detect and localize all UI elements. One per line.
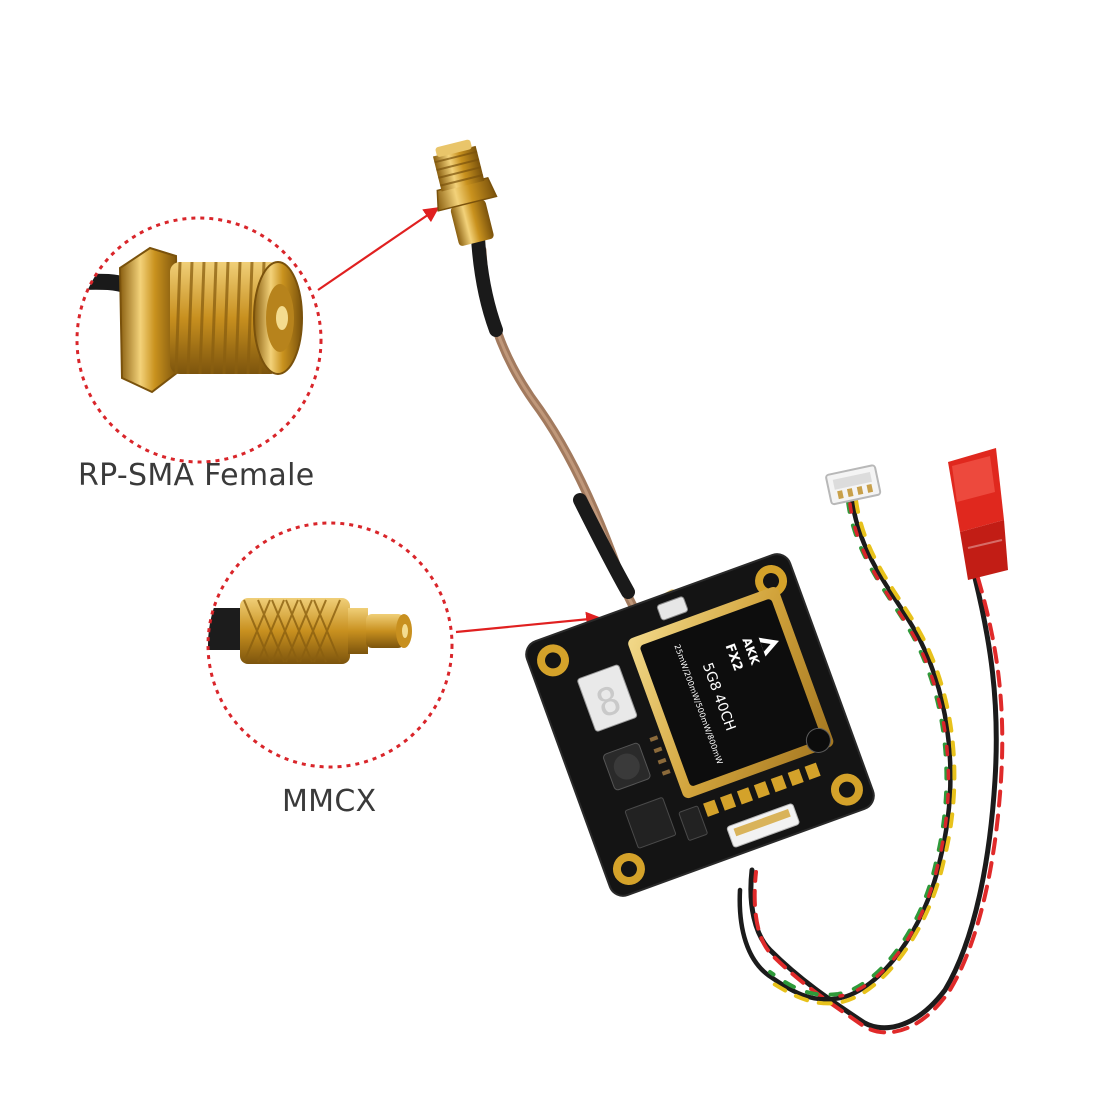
- ic-chip: [678, 805, 708, 841]
- power-wire-pair: [748, 575, 1005, 1035]
- mmcx-callout-ring: [206, 521, 454, 769]
- mounting-hole: [537, 644, 570, 677]
- ic-chip: [624, 797, 677, 849]
- rpsma-callout-ring: [75, 216, 323, 464]
- cable-connector: [726, 803, 800, 848]
- rpsma-arrow: [317, 207, 440, 291]
- microphone: [805, 727, 831, 753]
- band-button: [656, 596, 689, 621]
- rf-shield: AKK FX2 5G8 40CH 25mW/200mW/500mW/800mW: [628, 586, 834, 799]
- akk-logo-icon: [758, 637, 780, 657]
- mounting-hole: [830, 773, 863, 806]
- mounting-hole: [755, 565, 788, 598]
- signal-wire-bundle: [737, 497, 957, 1006]
- jst-power-connector: [948, 448, 1008, 580]
- mounting-hole: [612, 852, 645, 885]
- jst-sh-connector: [825, 464, 882, 506]
- rpsma-connector: [432, 139, 498, 246]
- rpsma-label: RP-SMA Female: [78, 458, 315, 493]
- mmcx-callout: [206, 521, 602, 769]
- solder-pads: [703, 762, 821, 817]
- seven-segment-display: 8: [577, 664, 638, 732]
- inductor: [603, 742, 651, 791]
- rpsma-callout: [75, 207, 440, 464]
- mmcx-label: MMCX: [282, 784, 377, 819]
- antenna-pigtail: [432, 139, 696, 635]
- vtx-board: 8 AKK FX2 5G8 40CH 25mW/200mW/500mW/800m…: [525, 553, 875, 897]
- mmcx-arrow: [455, 611, 602, 634]
